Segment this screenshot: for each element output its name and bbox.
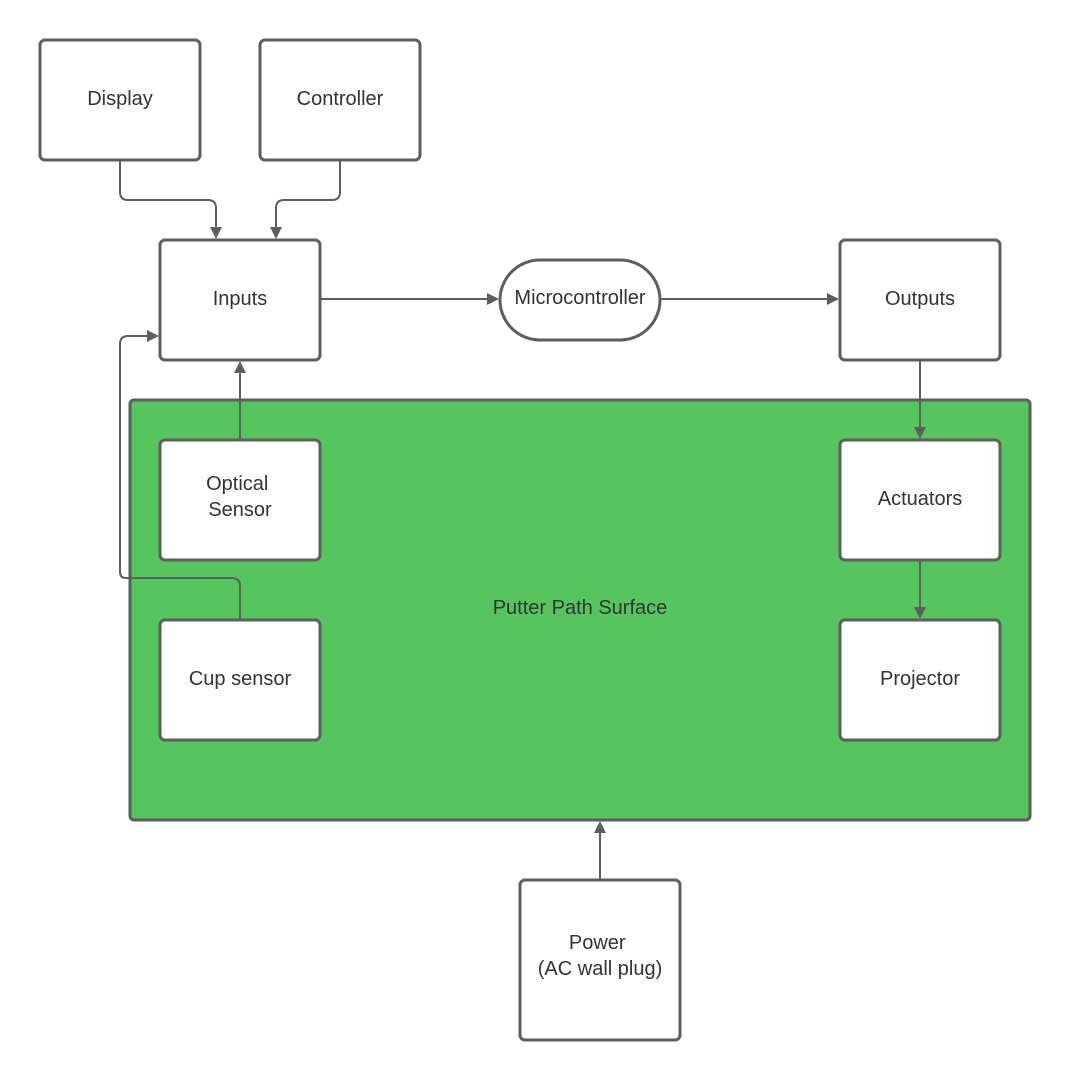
node-inputs-label: Inputs	[213, 288, 267, 310]
node-optical-sensor-label: Optical Sensor	[206, 473, 274, 521]
connector-display-inputs	[119, 160, 222, 239]
node-power-label-line-1: Power	[569, 932, 626, 954]
node-optical-sensor-label-line-2: Sensor	[208, 499, 272, 521]
node-optical-sensor-label-line-1: Optical	[206, 473, 268, 495]
node-controller: Controller	[258, 38, 422, 162]
node-display: Display	[38, 38, 202, 162]
node-power-label-line-2: (AC wall plug)	[538, 958, 662, 980]
node-projector-label: Projector	[880, 668, 960, 690]
node-power: Power (AC wall plug)	[518, 878, 682, 1042]
node-cup-sensor-label: Cup sensor	[189, 668, 292, 690]
connector-cup-sensor-inputs	[119, 330, 241, 620]
node-projector: Projector	[838, 618, 1002, 742]
node-cup-sensor: Cup sensor	[158, 618, 322, 742]
node-actuators: Actuators	[838, 438, 1002, 562]
node-outputs: Outputs	[838, 238, 1002, 362]
node-display-label: Display	[87, 88, 153, 110]
node-actuators-label: Actuators	[878, 488, 962, 510]
connector-controller-inputs	[270, 160, 341, 239]
node-optical-sensor: Optical Sensor	[158, 438, 322, 562]
node-microcontroller: Microcontroller	[498, 258, 662, 342]
node-controller-label: Controller	[297, 88, 384, 110]
putter-path-surface	[128, 398, 1032, 822]
node-outputs-label: Outputs	[885, 288, 955, 310]
node-microcontroller-label: Microcontroller	[514, 287, 645, 309]
putter-path-surface-label: Putter Path Surface	[493, 597, 668, 619]
node-power-label: Power (AC wall plug)	[538, 932, 662, 980]
node-inputs: Inputs	[158, 238, 322, 362]
